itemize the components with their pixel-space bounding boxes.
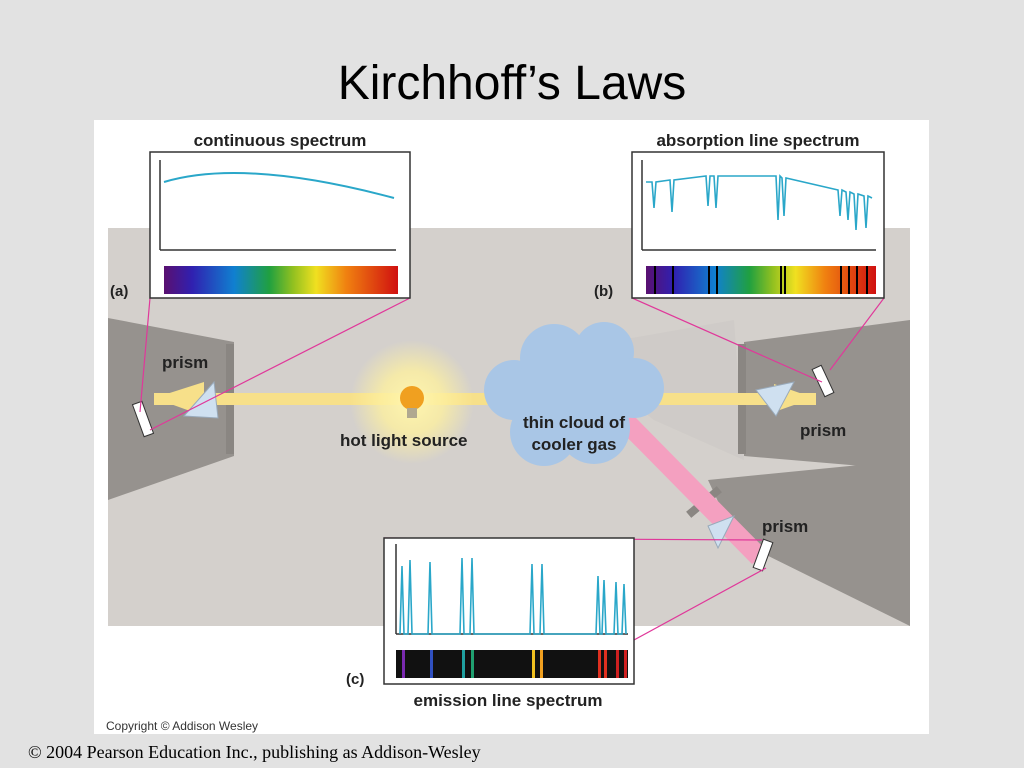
lower-telescope	[708, 460, 910, 626]
emission-beam	[614, 416, 768, 564]
right-slit-bottom	[738, 404, 746, 454]
detector-b	[811, 364, 835, 398]
left-slit-bottom	[226, 404, 234, 454]
figure-copyright: Copyright © Addison Wesley	[106, 719, 258, 733]
detector-c	[752, 538, 774, 572]
continuous-spectrum-bar	[164, 266, 398, 294]
absorption-spectrum-bar	[646, 266, 876, 294]
caption-continuous: continuous spectrum	[194, 131, 367, 150]
kirchhoff-figure: continuous spectrum absorption line spec…	[94, 120, 929, 734]
right-slit-top	[738, 344, 746, 394]
label-c: (c)	[346, 671, 364, 688]
prism-b-label: prism	[800, 421, 846, 440]
gas-cloud	[484, 322, 664, 466]
cloud-label-line1: thin cloud of	[523, 413, 625, 432]
caption-absorption: absorption line spectrum	[656, 131, 859, 150]
left-slit-top	[226, 344, 234, 400]
slide-footer: © 2004 Pearson Education Inc., publishin…	[28, 742, 481, 762]
light-source-label: hot light source	[340, 431, 468, 450]
cloud-label-line2: cooler gas	[531, 435, 616, 454]
panel-b	[631, 151, 885, 299]
caption-emission: emission line spectrum	[414, 691, 603, 710]
light-bulb-icon	[400, 386, 424, 418]
continuous-curve	[163, 172, 395, 199]
slide-title: Kirchhoff’s Laws	[337, 57, 687, 110]
prism-b	[755, 381, 795, 417]
emission-spectrum-bar	[396, 650, 628, 678]
detector-a	[131, 400, 155, 438]
emission-curve	[399, 557, 627, 635]
left-telescope	[108, 318, 234, 500]
absorption-curve	[646, 174, 873, 231]
prism-a-label: prism	[162, 353, 208, 372]
kirchhoff-diagram: continuous spectrum absorption line spec…	[106, 131, 910, 733]
prism-c-label: prism	[762, 517, 808, 536]
panel-c	[383, 537, 635, 685]
panel-a	[149, 151, 411, 299]
label-a: (a)	[110, 283, 128, 300]
label-b: (b)	[594, 283, 613, 300]
